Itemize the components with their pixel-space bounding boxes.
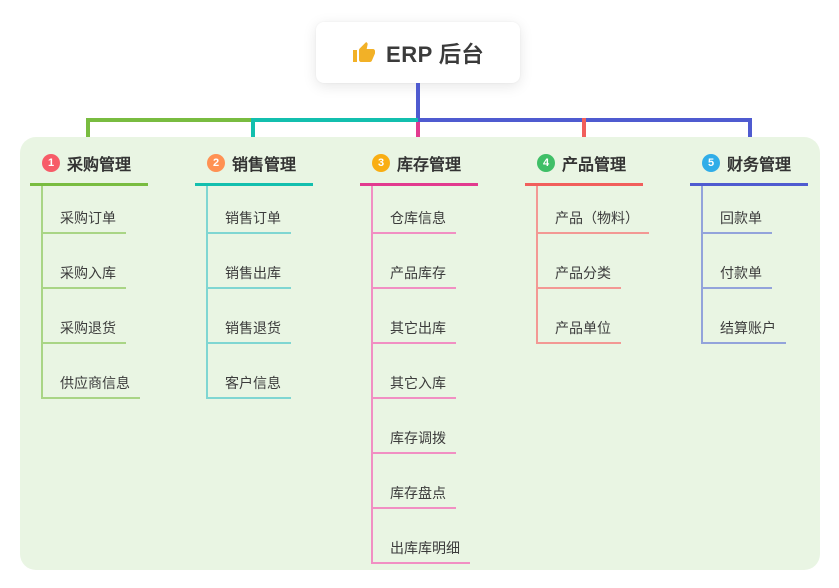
leaf-node[interactable]: 产品分类 [538, 234, 621, 289]
branch-items: 仓库信息产品库存其它出库其它入库库存调拨库存盘点出库库明细 [371, 186, 470, 564]
branches-panel: 1 采购管理采购订单采购入库采购退货供应商信息 2 销售管理销售订单销售出库销售退货客… [20, 137, 820, 570]
connector-drop-2 [251, 118, 255, 146]
leaf-node[interactable]: 其它出库 [373, 289, 456, 344]
branch-badge-3: 3 [372, 154, 390, 172]
leaf-node[interactable]: 采购退货 [43, 289, 126, 344]
branch-badge-5: 5 [702, 154, 720, 172]
thumbs-up-icon [352, 41, 376, 65]
leaf-node[interactable]: 仓库信息 [373, 186, 456, 234]
branch-items: 销售订单销售出库销售退货客户信息 [206, 186, 291, 399]
leaf-node[interactable]: 回款单 [703, 186, 772, 234]
root-node-erp[interactable]: ERP 后台 [316, 22, 520, 83]
leaf-node[interactable]: 出库库明细 [373, 509, 470, 564]
leaf-node[interactable]: 销售出库 [208, 234, 291, 289]
branch-label: 采购管理 [67, 157, 132, 174]
branch-node-3[interactable]: 3 库存管理 [360, 151, 478, 186]
connector-bus-mid [253, 118, 418, 122]
connector-bus-left [86, 118, 253, 122]
branch-items: 产品（物料）产品分类产品单位 [536, 186, 649, 344]
leaf-node[interactable]: 产品（物料） [538, 186, 649, 234]
branch-badge-2: 2 [207, 154, 225, 172]
leaf-node[interactable]: 客户信息 [208, 344, 291, 399]
connector-drop-4 [582, 118, 586, 146]
branch-node-4[interactable]: 4 产品管理 [525, 151, 643, 186]
leaf-node[interactable]: 产品单位 [538, 289, 621, 344]
branch-items: 采购订单采购入库采购退货供应商信息 [41, 186, 140, 399]
leaf-node[interactable]: 销售订单 [208, 186, 291, 234]
branch-node-1[interactable]: 1 采购管理 [30, 151, 148, 186]
leaf-node[interactable]: 结算账户 [703, 289, 786, 344]
branch-badge-1: 1 [42, 154, 60, 172]
leaf-node[interactable]: 供应商信息 [43, 344, 140, 399]
branch-node-5[interactable]: 5 财务管理 [690, 151, 808, 186]
branch-column-2: 2 销售管理销售订单销售出库销售退货客户信息 [195, 151, 357, 399]
branch-node-2[interactable]: 2 销售管理 [195, 151, 313, 186]
connector-root-drop [416, 83, 420, 120]
connector-drop-1 [86, 118, 90, 146]
connector-drop-3 [416, 122, 420, 146]
connector-drop-5 [748, 118, 752, 146]
leaf-node[interactable]: 销售退货 [208, 289, 291, 344]
branch-column-4: 4 产品管理产品（物料）产品分类产品单位 [525, 151, 687, 344]
branch-label: 产品管理 [562, 157, 627, 174]
root-node-title: ERP 后台 [386, 41, 484, 67]
branch-column-1: 1 采购管理采购订单采购入库采购退货供应商信息 [30, 151, 192, 399]
leaf-node[interactable]: 库存调拨 [373, 399, 456, 454]
leaf-node[interactable]: 其它入库 [373, 344, 456, 399]
leaf-node[interactable]: 库存盘点 [373, 454, 456, 509]
leaf-node[interactable]: 付款单 [703, 234, 772, 289]
branch-items: 回款单付款单结算账户 [701, 186, 786, 344]
leaf-node[interactable]: 采购入库 [43, 234, 126, 289]
branch-column-3: 3 库存管理仓库信息产品库存其它出库其它入库库存调拨库存盘点出库库明细 [360, 151, 522, 564]
leaf-node[interactable]: 采购订单 [43, 186, 126, 234]
branch-badge-4: 4 [537, 154, 555, 172]
branch-label: 财务管理 [727, 157, 792, 174]
branch-label: 销售管理 [232, 157, 297, 174]
branch-column-5: 5 财务管理回款单付款单结算账户 [690, 151, 839, 344]
leaf-node[interactable]: 产品库存 [373, 234, 456, 289]
branch-label: 库存管理 [397, 157, 462, 174]
